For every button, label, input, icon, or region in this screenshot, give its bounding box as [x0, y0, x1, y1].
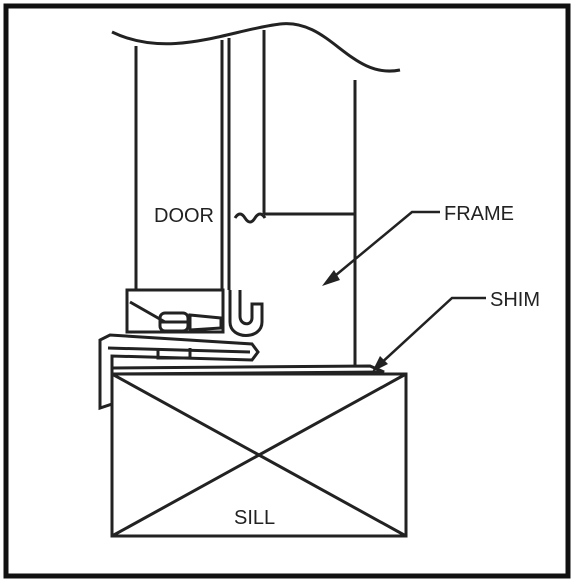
- door-label: DOOR: [154, 205, 214, 227]
- door: [125, 38, 231, 360]
- sill-label: SILL: [234, 507, 275, 529]
- break-line: [111, 22, 401, 73]
- frame: [228, 30, 357, 366]
- sill: [110, 372, 408, 538]
- frame-leader: [322, 210, 440, 286]
- outer-border: [3, 3, 571, 579]
- threshold: [98, 333, 385, 411]
- frame-label: FRAME: [444, 203, 514, 225]
- shim-leader: [372, 296, 486, 372]
- shim-label: SHIM: [490, 289, 540, 311]
